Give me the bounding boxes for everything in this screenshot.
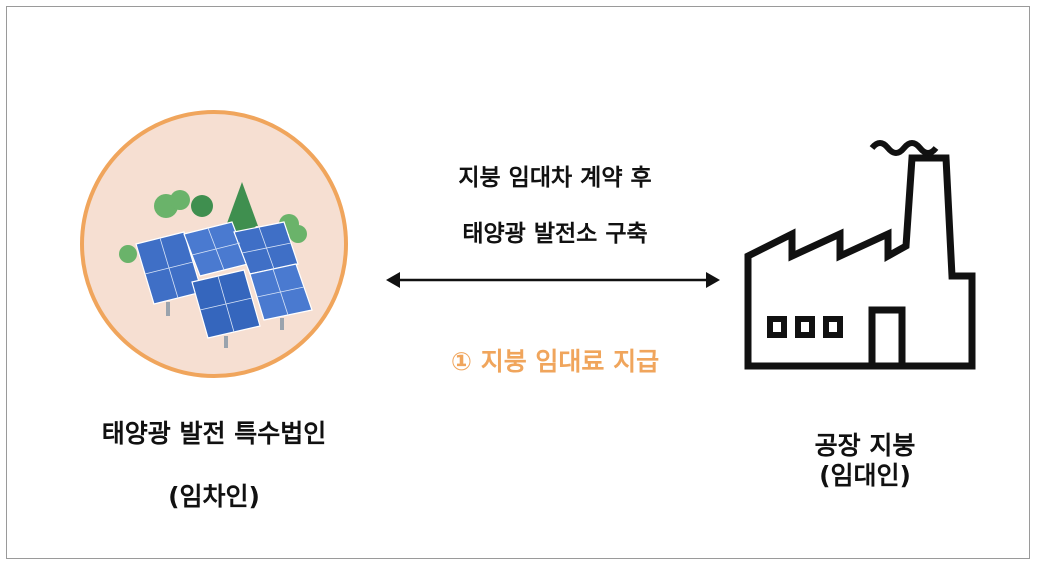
solar-farm-circle <box>80 110 348 378</box>
double-arrow-icon <box>386 272 720 288</box>
landlord-name: 공장 지붕 <box>814 431 916 460</box>
contract-text-line1: 지붕 임대차 계약 후 <box>458 165 652 191</box>
payment-text: ① 지붕 임대료 지급 <box>450 347 660 376</box>
solar-farm-icon <box>119 182 313 348</box>
factory-icon <box>744 140 976 370</box>
contract-text-line2: 태양광 발전소 구축 <box>462 221 648 247</box>
tenant-name: 태양광 발전 특수법인 <box>101 419 327 448</box>
tenant-role: (임차인) <box>168 482 260 511</box>
landlord-role: (임대인) <box>819 461 911 490</box>
